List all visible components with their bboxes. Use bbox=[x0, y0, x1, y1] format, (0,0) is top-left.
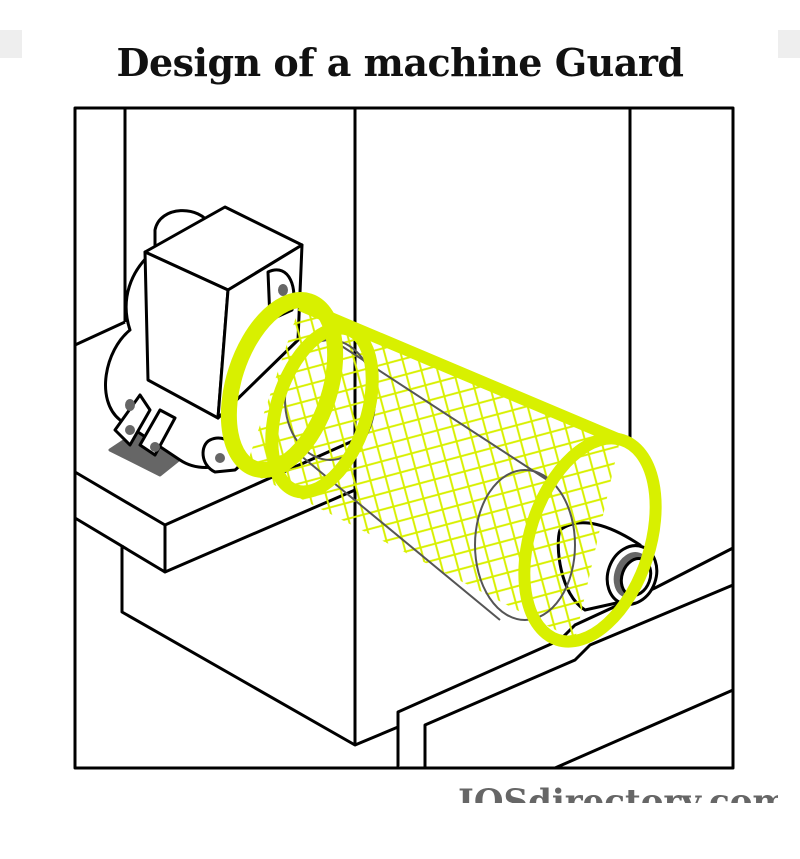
watermark: IQSdirectory.com bbox=[458, 783, 778, 803]
frame-border bbox=[73, 106, 735, 770]
diagram-title: Design of a machine Guard bbox=[116, 40, 684, 85]
machine-guard bbox=[220, 292, 662, 648]
corner-mark bbox=[778, 30, 800, 58]
corner-mark bbox=[0, 30, 22, 58]
